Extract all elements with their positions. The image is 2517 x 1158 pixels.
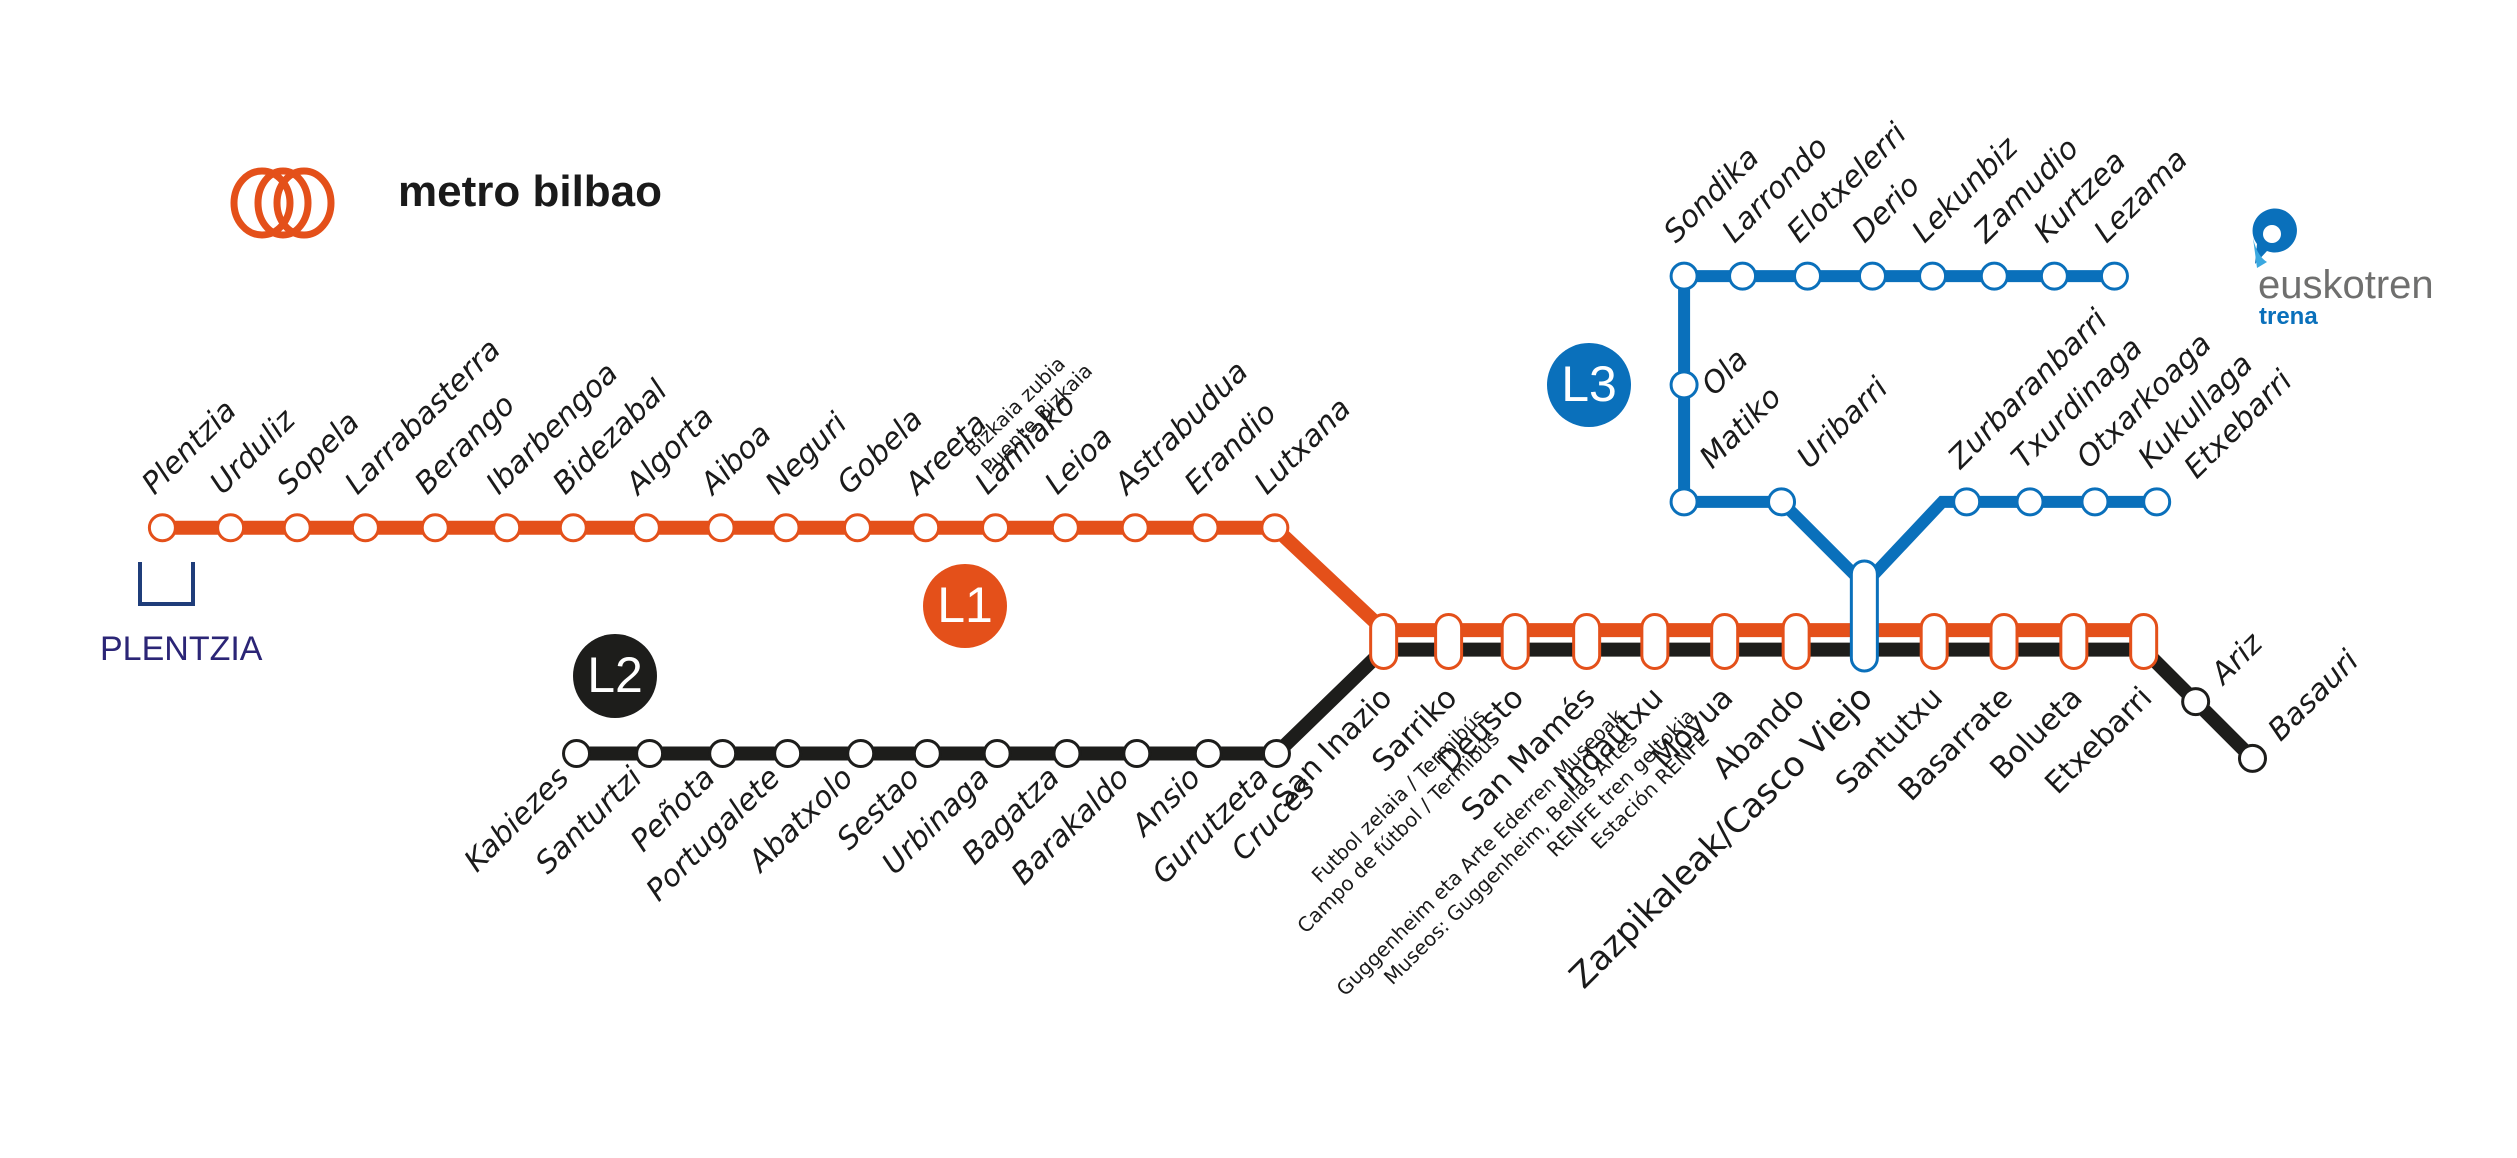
station-trunk[interactable]: [1434, 612, 1464, 670]
station-l1[interactable]: [911, 513, 941, 543]
station-l3[interactable]: [1669, 261, 1699, 291]
l1-badge[interactable]: L1: [923, 564, 1007, 648]
station-label: Basauri: [2261, 643, 2366, 748]
station-l3[interactable]: [2015, 487, 2045, 517]
station-trunk[interactable]: [1572, 612, 1602, 670]
station-label: Ariz: [2203, 625, 2270, 692]
l3-track-east: [1859, 495, 2157, 589]
stations: [147, 261, 2267, 773]
bus-bay-icon: [138, 562, 195, 606]
station-l3[interactable]: [1669, 487, 1699, 517]
station-trunk[interactable]: [1640, 612, 1670, 670]
station-trunk[interactable]: [1919, 612, 1949, 670]
station-l3[interactable]: [2099, 261, 2129, 291]
station-l3[interactable]: [1952, 487, 1982, 517]
station-l1[interactable]: [981, 513, 1011, 543]
station-l2[interactable]: [708, 739, 738, 769]
station-trunk[interactable]: [1369, 612, 1399, 670]
station-l1[interactable]: [842, 513, 872, 543]
station-l1[interactable]: [420, 513, 450, 543]
station-l2[interactable]: [1261, 739, 1291, 769]
l3-badge-label: L3: [1561, 356, 1617, 412]
l1-badge-label: L1: [937, 577, 993, 633]
station-l1[interactable]: [147, 513, 177, 543]
station-l1[interactable]: [1120, 513, 1150, 543]
station-l2[interactable]: [1193, 739, 1223, 769]
station-l2[interactable]: [562, 739, 592, 769]
station-labels: PlentziaUrdulizSopelaLarrabasterraBerang…: [135, 116, 2366, 1001]
station-l1[interactable]: [771, 513, 801, 543]
station-l2[interactable]: [1122, 739, 1152, 769]
station-l1[interactable]: [282, 513, 312, 543]
station-l1[interactable]: [350, 513, 380, 543]
station-l1[interactable]: [216, 513, 246, 543]
station-interchange[interactable]: [1849, 559, 1879, 673]
station-l3[interactable]: [2142, 487, 2172, 517]
station-l3[interactable]: [2039, 261, 2069, 291]
station-l2[interactable]: [773, 739, 803, 769]
station-l2[interactable]: [2237, 743, 2267, 773]
station-l1[interactable]: [558, 513, 588, 543]
l2-badge[interactable]: L2: [573, 634, 657, 718]
station-l1[interactable]: [1260, 513, 1290, 543]
station-l1[interactable]: [631, 513, 661, 543]
l2-badge-label: L2: [587, 647, 643, 703]
l3-badge[interactable]: L3: [1547, 343, 1631, 427]
station-l3[interactable]: [1793, 261, 1823, 291]
station-trunk[interactable]: [2059, 612, 2089, 670]
station-l2[interactable]: [846, 739, 876, 769]
euskotren-title: euskotren: [2258, 263, 2434, 307]
station-l3[interactable]: [1979, 261, 2009, 291]
station-l1[interactable]: [1190, 513, 1220, 543]
station-trunk[interactable]: [2129, 612, 2159, 670]
station-l3[interactable]: [1669, 370, 1699, 400]
station-l2[interactable]: [982, 739, 1012, 769]
station-label: Uribarri: [1790, 370, 1895, 475]
station-l2[interactable]: [912, 739, 942, 769]
station-trunk[interactable]: [1781, 612, 1811, 670]
l1-track: [162, 520, 2144, 638]
station-trunk[interactable]: [1500, 612, 1530, 670]
euskotren-drop-logo: [2252, 208, 2297, 268]
station-l3[interactable]: [1767, 487, 1797, 517]
station-trunk[interactable]: [1989, 612, 2019, 670]
station-l2[interactable]: [635, 739, 665, 769]
station-label: Matiko: [1693, 380, 1789, 476]
station-trunk[interactable]: [1710, 612, 1740, 670]
station-l3[interactable]: [1728, 261, 1758, 291]
station-l1[interactable]: [492, 513, 522, 543]
station-l3[interactable]: [1918, 261, 1948, 291]
station-l1[interactable]: [1050, 513, 1080, 543]
plentzia-terminal-label: PLENTZIA: [100, 630, 263, 668]
station-l2[interactable]: [2181, 687, 2211, 717]
station-l1[interactable]: [706, 513, 736, 543]
euskotren-subtitle: trena: [2259, 303, 2318, 330]
station-label: Ola: [1695, 342, 1755, 402]
station-l2[interactable]: [1052, 739, 1082, 769]
metro-bilbao-title: metro bilbao: [398, 167, 662, 216]
station-l3[interactable]: [1857, 261, 1887, 291]
station-l3[interactable]: [2080, 487, 2110, 517]
metro-rings-logo: [230, 167, 335, 239]
